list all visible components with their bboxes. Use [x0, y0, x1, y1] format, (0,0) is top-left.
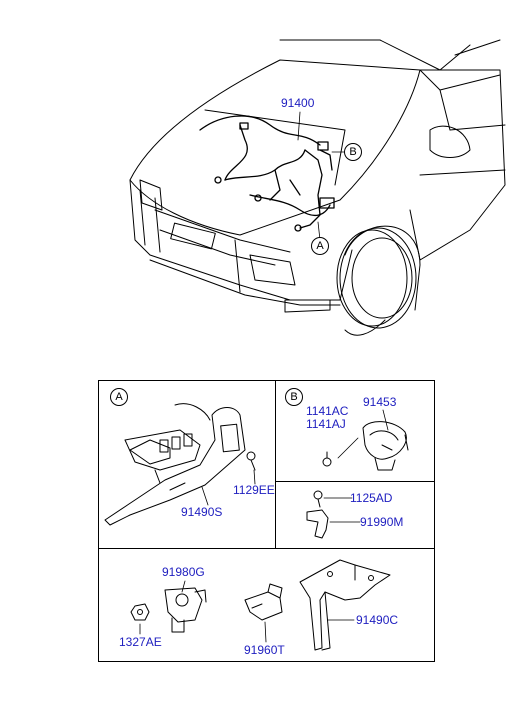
label-91453: 91453 — [363, 395, 397, 409]
label-91980g: 91980G — [162, 565, 205, 579]
label-91400: 91400 — [281, 96, 315, 110]
label-91490s: 91490S — [181, 505, 223, 519]
engine-harness-91400 — [199, 115, 335, 232]
bracket-91990m — [306, 509, 329, 539]
callout-b-panel: B — [285, 388, 303, 406]
callout-a-vehicle: A — [311, 237, 329, 255]
callout-a-panel: A — [110, 388, 128, 406]
nut-1327ae — [130, 603, 150, 621]
panel-a-frame — [98, 380, 276, 549]
label-91990m: 91990M — [360, 515, 404, 529]
clip-91960t — [244, 583, 283, 621]
label-91490c: 91490C — [356, 613, 399, 627]
panel-c-leaders — [323, 497, 361, 523]
label-1141ac: 1141AC — [306, 404, 349, 418]
bolt-1129ee — [246, 451, 256, 471]
callout-b-vehicle: B — [344, 143, 362, 161]
label-1125ad: 1125AD — [350, 491, 393, 505]
panel-b-leaders — [337, 409, 389, 459]
sensor-91980g — [164, 587, 207, 633]
label-1141aj: 1141AJ — [306, 417, 346, 431]
panel-d-leaders — [139, 580, 355, 643]
vehicle-illustration — [129, 39, 506, 336]
cover-91490s — [104, 403, 246, 526]
bolt-1125ad — [313, 490, 323, 508]
label-1327ae: 1327AE — [119, 635, 162, 649]
panel-a-leaders — [201, 469, 256, 506]
bracket-91490c — [299, 559, 391, 651]
label-1129ee: 1129EE — [233, 483, 275, 497]
bolt-1141ac — [322, 451, 332, 467]
panel-d-frame — [98, 548, 435, 662]
bracket-91453 — [362, 421, 409, 471]
label-91960t: 91960T — [244, 643, 285, 657]
